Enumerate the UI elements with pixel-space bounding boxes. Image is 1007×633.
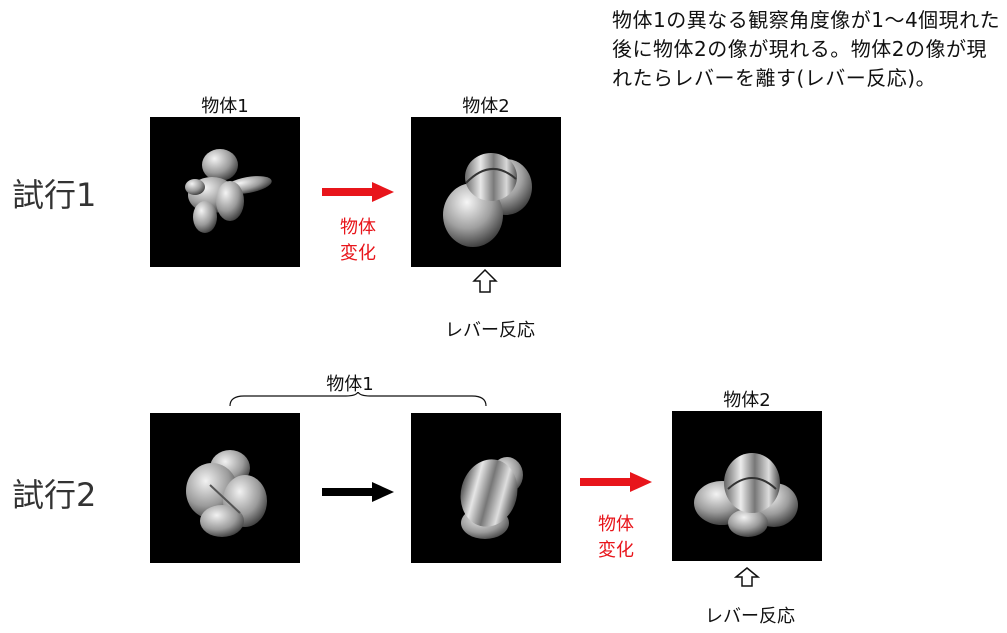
trial-2-response-label: レバー反応: [705, 606, 795, 627]
trial-1-object2-label: 物体2: [462, 96, 510, 117]
trial-1-change-line1: 物体: [340, 217, 376, 238]
trial-1-change-label: 物体 変化: [328, 215, 388, 267]
trial-2-change-line1: 物体: [598, 514, 634, 535]
trial-2-sequence-arrow: [322, 480, 394, 504]
trial-1-object2-image: [411, 117, 561, 267]
trial-2-object1-view1-image: [150, 413, 300, 563]
trial-2-object2-label: 物体2: [723, 390, 771, 411]
trial-1-response-label: レバー反応: [445, 320, 535, 341]
instruction-note: 物体1の異なる観察角度像が1〜4個現れた後に物体2の像が現れる。物体2の像が現れ…: [612, 8, 1001, 90]
trial-2-change-line2: 変化: [598, 540, 634, 561]
trial-2-change-label: 物体 変化: [586, 512, 646, 564]
trial-2-object2-image: [672, 411, 822, 561]
trial-1-response-arrow-icon: [472, 268, 498, 298]
trial-2-label: 試行2: [12, 476, 97, 514]
trial-2-object1-label: 物体1: [326, 374, 374, 395]
trial-1-change-arrow: [322, 180, 394, 204]
trial-1-change-line2: 変化: [340, 243, 376, 264]
trial-1-label: 試行1: [12, 176, 97, 214]
trial-1-object1-image: [150, 117, 300, 267]
trial-2-change-arrow: [580, 470, 652, 494]
trial-2-object1-brace: [228, 390, 488, 412]
trial-2-object1-view2-image: [411, 413, 561, 563]
trial-2-response-arrow-icon: [733, 566, 761, 592]
trial-1-object1-label: 物体1: [201, 96, 249, 117]
